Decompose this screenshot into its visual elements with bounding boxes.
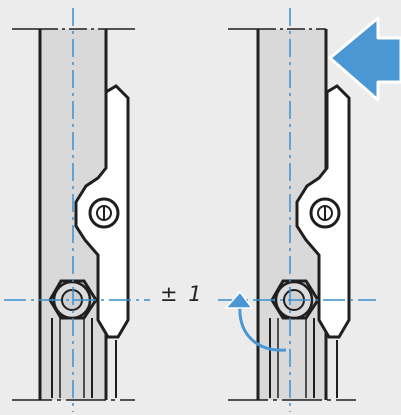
left-assembly [12, 8, 135, 412]
rotation-arrow-head [224, 290, 254, 309]
right-assembly [228, 8, 356, 412]
push-arrow-icon [328, 16, 401, 102]
dimension-label: ± 1 [160, 282, 204, 306]
rotation-arrow-path [238, 304, 287, 352]
rotation-arrow-icon [224, 290, 287, 352]
